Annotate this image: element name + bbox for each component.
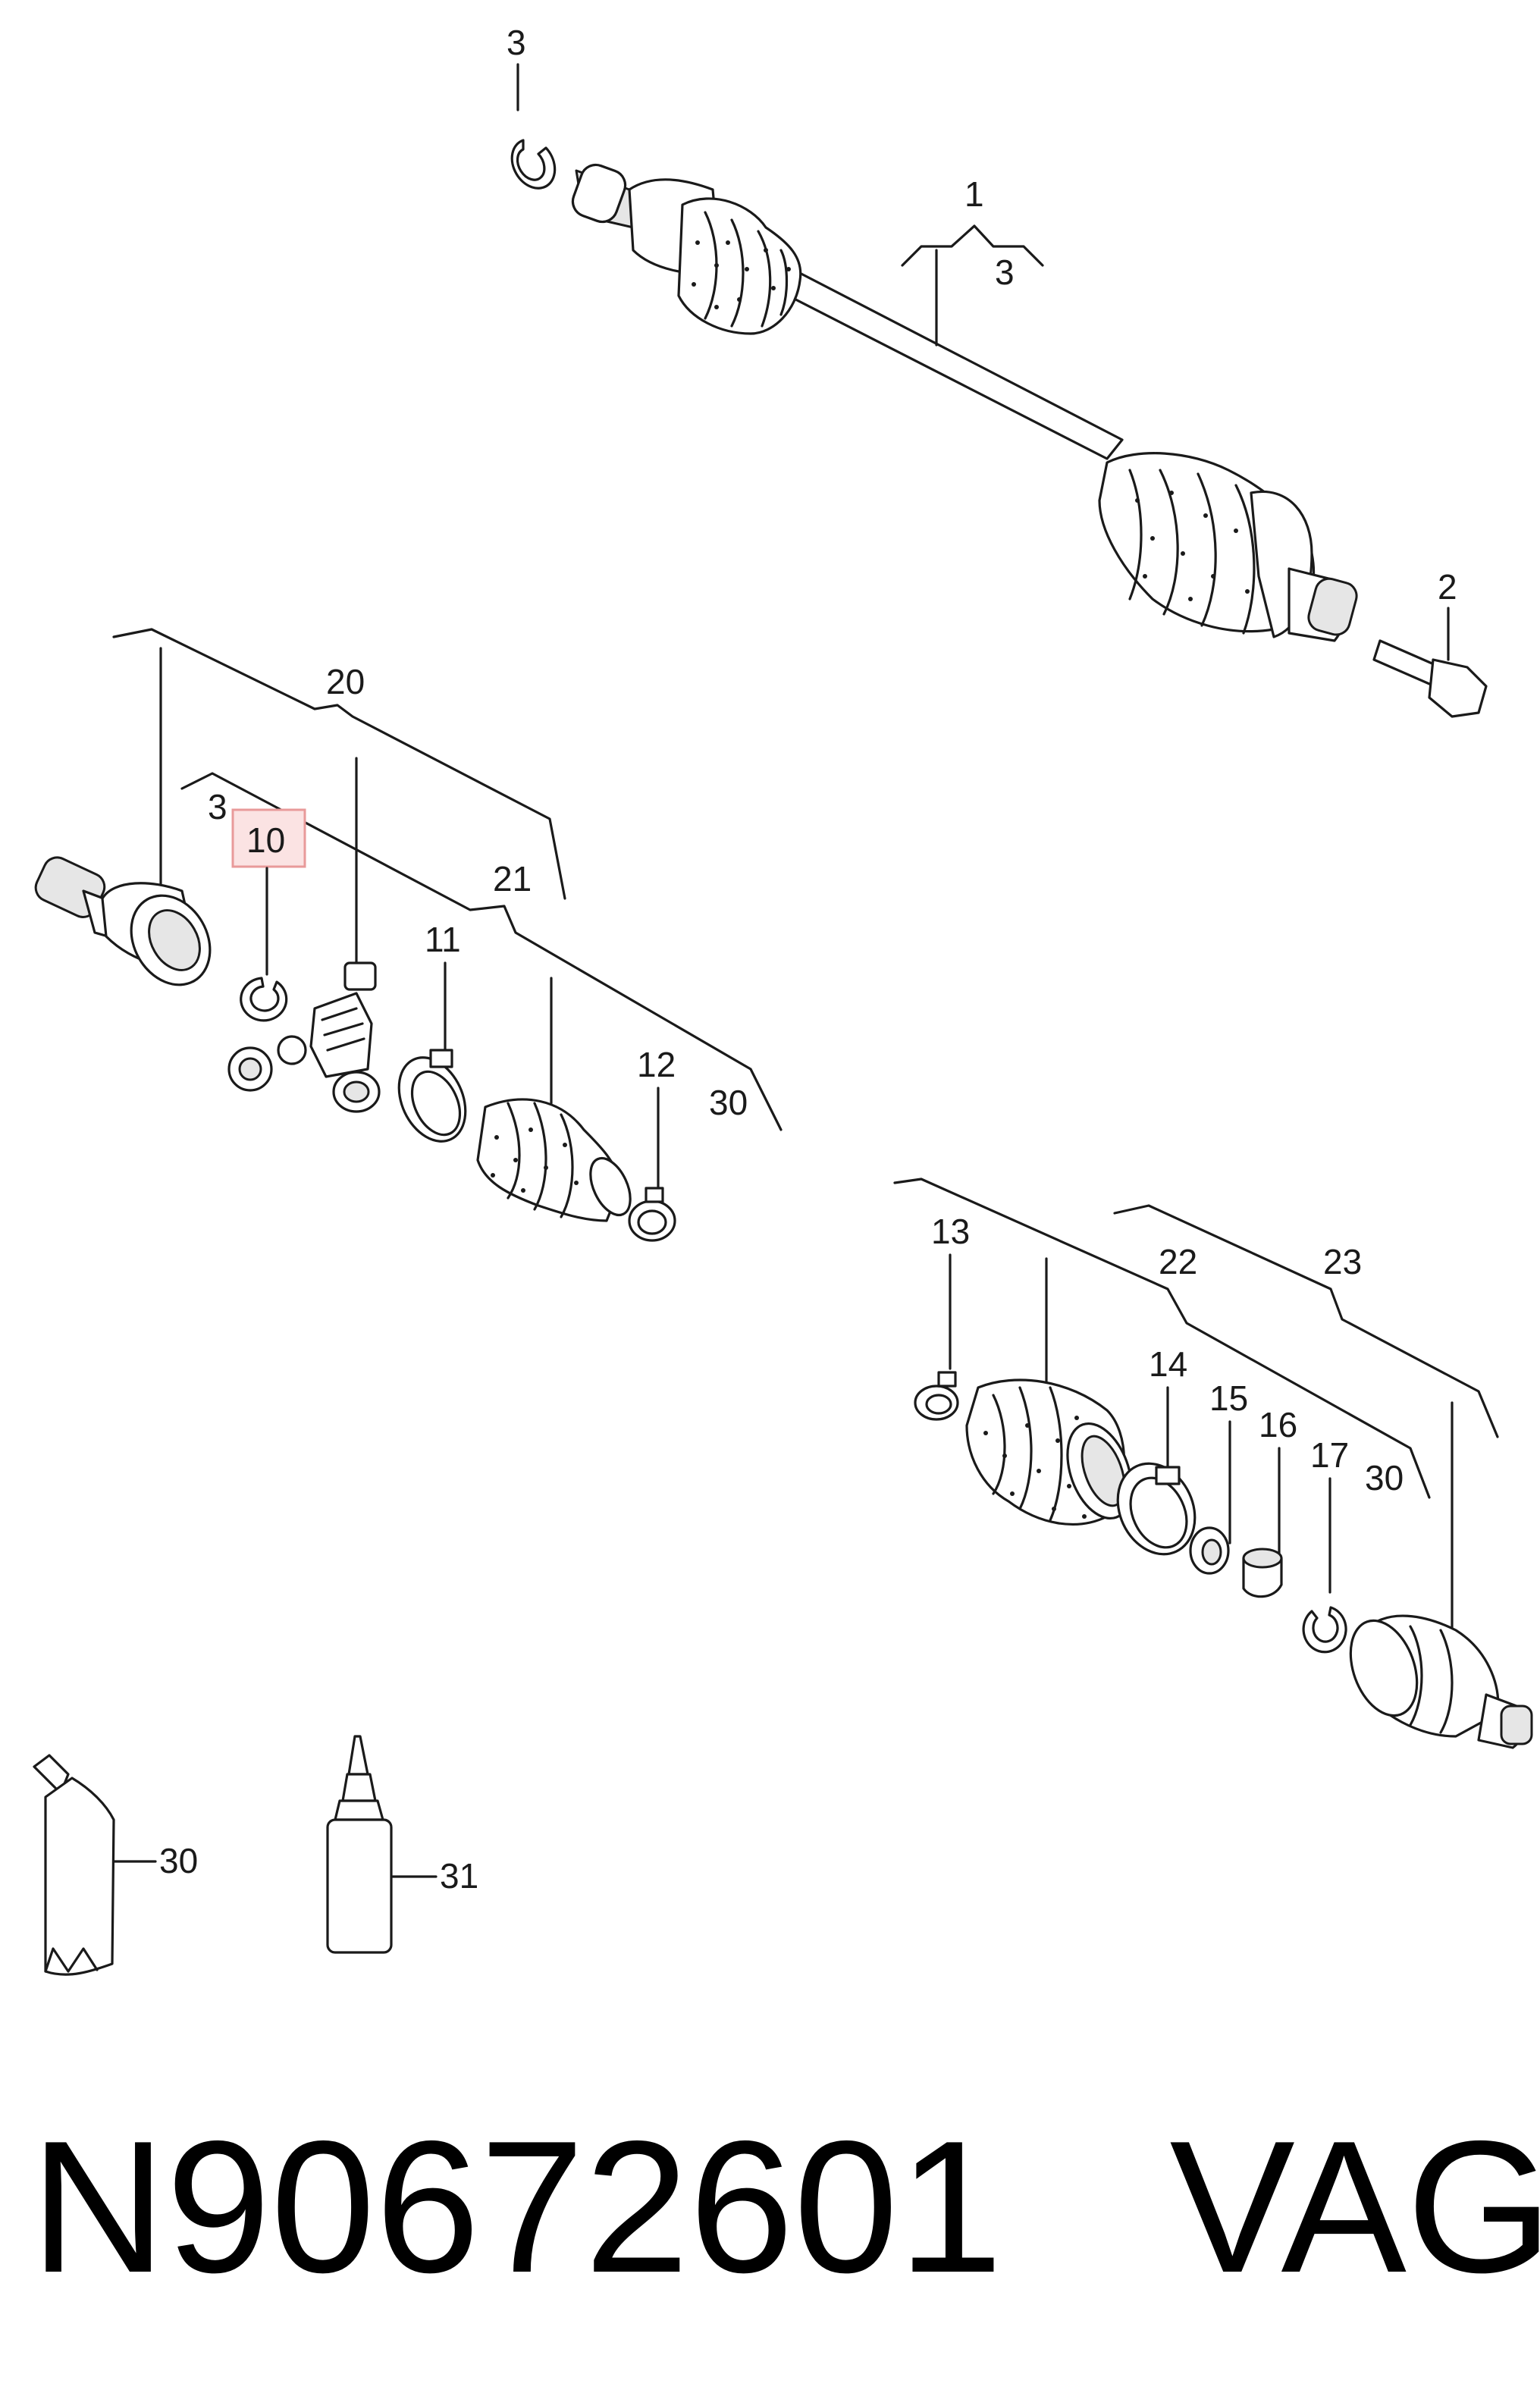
circlip-top [510,139,557,190]
callout-21: 21 [493,859,532,898]
bracket-22 [893,1178,1431,1499]
callout-30-left: 30 [709,1083,748,1122]
grease-tube [33,1754,115,1976]
brace-1 [901,224,1044,267]
callout-16: 16 [1259,1405,1297,1444]
callout-17: 17 [1310,1435,1349,1475]
callout-10: 10 [246,820,285,860]
bracket-23 [1113,1204,1499,1438]
boot-stipple [692,240,1250,601]
outer-joint-parts [914,1371,1533,1749]
brand-name: VAG [1169,2101,1540,2312]
callout-30-right: 30 [1365,1458,1404,1498]
callout-11: 11 [425,920,461,959]
adhesive-bottle [326,1735,393,1954]
callout-15: 15 [1209,1378,1248,1418]
inner-boot [677,197,802,335]
part-number: N90672601 [30,2101,1003,2312]
callout-3-top: 3 [507,23,526,62]
callout-22: 22 [1159,1242,1197,1281]
callout-14: 14 [1149,1344,1187,1384]
hex-bolt [1372,639,1488,718]
part-footer: N90672601 VAG [30,2093,1540,2320]
inner-joint-parts [34,856,676,1242]
callout-30-grease: 30 [159,1841,198,1880]
bracket-21 [180,772,783,1131]
callout-31: 31 [440,1856,478,1896]
callout-2: 2 [1438,567,1457,607]
callout-1: 1 [964,174,984,214]
callout-3-brace: 3 [995,252,1015,292]
callout-20: 20 [326,662,365,701]
complete-drive-shaft [510,139,1488,718]
callout-23: 23 [1323,1242,1362,1281]
bracket-20 [112,628,566,900]
callout-10-highlight [231,808,306,868]
callout-12: 12 [637,1045,676,1084]
callout-3-left: 3 [208,787,227,826]
callout-13: 13 [931,1212,970,1251]
